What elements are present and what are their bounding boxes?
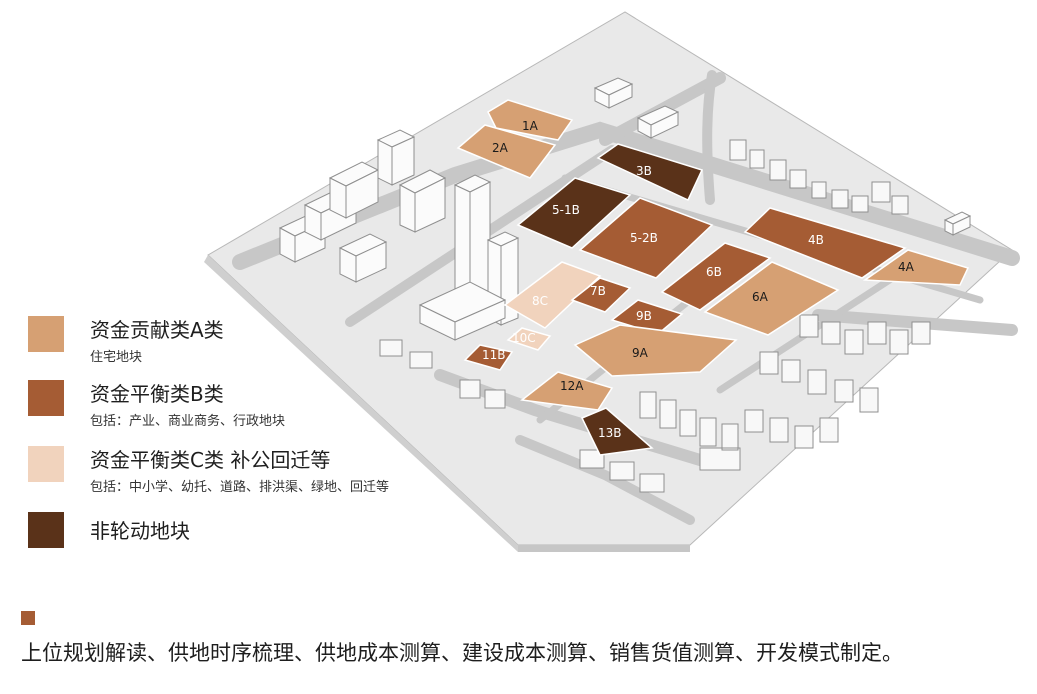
plot-6A <box>703 261 840 336</box>
plot-11B <box>463 344 514 371</box>
plot-4A <box>862 249 970 286</box>
context-buildings-east <box>379 139 931 493</box>
plot-label-6A: 6A <box>752 290 769 304</box>
legend-title-class-c: 资金平衡类C类 补公回迁等 <box>90 448 331 472</box>
plot-labels: 1A 2A 3B 5-1B 5-2B 4B 4A 6B 6A 8C 7B 9B … <box>482 119 915 440</box>
plot-label-1A: 1A <box>522 119 539 133</box>
plot-8C <box>503 261 602 329</box>
plot-label-9B: 9B <box>636 309 652 323</box>
legend-subtitle-class-b: 包括：产业、商业商务、行政地块 <box>90 414 286 429</box>
plot-2A <box>456 124 557 179</box>
plot-6B <box>660 242 772 311</box>
plot-label-8C: 8C <box>532 294 548 308</box>
plot-label-12A: 12A <box>560 379 584 393</box>
plot-label-6B: 6B <box>706 265 722 279</box>
plot-10C <box>506 327 552 351</box>
plot-label-5-1B: 5-1B <box>552 203 580 217</box>
plot-label-11B: 11B <box>482 348 506 362</box>
plot-label-13B: 13B <box>598 426 622 440</box>
legend-swatch-class-c <box>28 446 64 482</box>
plot-1A <box>487 99 574 141</box>
legend-title-class-a: 资金贡献类A类 <box>90 318 224 342</box>
plot-label-10C: 10C <box>512 331 536 345</box>
plot-label-4B: 4B <box>808 233 824 247</box>
legend-subtitle-class-a: 住宅地块 <box>90 350 143 365</box>
plot-label-7B: 7B <box>590 284 606 298</box>
plot-label-5-2B: 5-2B <box>630 231 658 245</box>
plot-label-2A: 2A <box>492 141 509 155</box>
legend-title-class-b: 资金平衡类B类 <box>90 382 224 406</box>
plot-4B <box>743 207 907 279</box>
legend-title-non-rotation: 非轮动地块 <box>90 519 190 543</box>
plot-3B <box>596 143 704 201</box>
legend-swatch-class-a <box>28 316 64 352</box>
context-buildings <box>278 77 972 341</box>
plot-7B <box>570 277 632 313</box>
footer-text: 上位规划解读、供地时序梳理、供地成本测算、建设成本测算、销售货值测算、开发模式制… <box>21 641 903 665</box>
plot-13B <box>580 407 654 456</box>
legend-swatch-class-b <box>28 380 64 416</box>
plot-label-9A: 9A <box>632 346 649 360</box>
legend-swatch-non-rotation <box>28 512 64 548</box>
plot-label-4A: 4A <box>898 260 915 274</box>
plot-5-2B <box>578 197 714 279</box>
legend-subtitle-class-c: 包括：中小学、幼托、道路、排洪渠、绿地、回迁等 <box>90 480 390 495</box>
plot-label-3B: 3B <box>636 164 652 178</box>
footer-bullet-mark <box>21 611 35 625</box>
plot-5-1B <box>516 177 632 249</box>
plot-9A <box>573 324 738 377</box>
plot-12A <box>520 371 614 411</box>
land-plots <box>456 99 970 456</box>
